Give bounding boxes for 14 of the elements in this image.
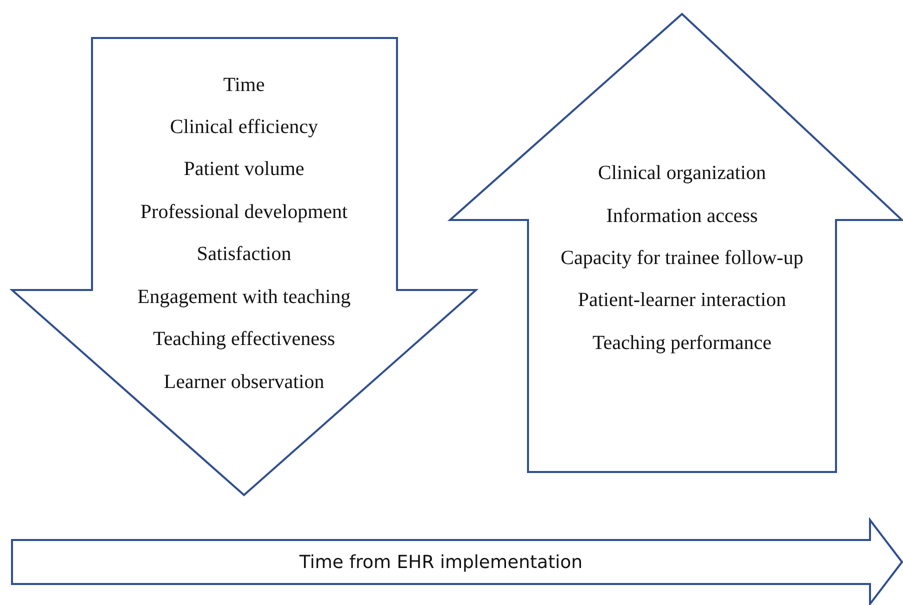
increase-factor-text: Capacity for trainee follow-up <box>560 247 804 269</box>
timeline-label: Time from EHR implementation <box>299 552 583 573</box>
decrease-factor-text: Patient volume <box>184 158 304 180</box>
increase-factor-text: Patient-learner interaction <box>578 289 786 311</box>
decrease-factor-text: Engagement with teaching <box>137 286 351 308</box>
decrease-factor-text: Professional development <box>140 201 348 223</box>
increase-factor-text: Teaching performance <box>592 332 772 354</box>
increase-factor-text: Information access <box>606 205 758 227</box>
decrease-factor-text: Clinical efficiency <box>170 116 318 138</box>
decrease-factor-text: Satisfaction <box>196 243 292 265</box>
decrease-factor-text: Teaching effectiveness <box>152 328 336 350</box>
increase-factor-text: Clinical organization <box>598 162 766 184</box>
decrease-factor-text: Learner observation <box>164 371 324 393</box>
decrease-factor-text: Time <box>223 74 265 96</box>
